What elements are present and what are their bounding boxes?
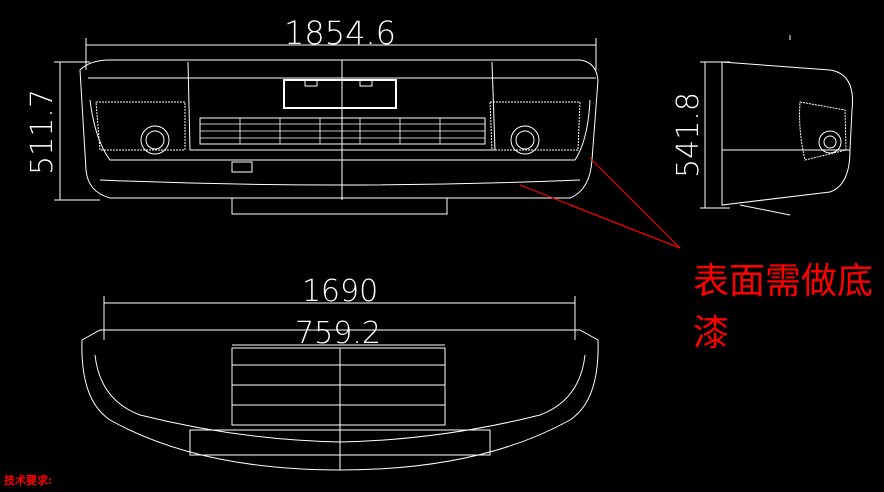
- leader-lines: [519, 157, 681, 249]
- front-width-dimension: 1854.6: [284, 14, 396, 52]
- bottom-view: [81, 296, 599, 471]
- front-height-dimension: 511.7: [25, 89, 60, 175]
- front-view: [54, 38, 599, 215]
- bottom-width-dimension: 1690: [302, 274, 378, 309]
- tech-requirements-label: 技术要求:: [4, 474, 53, 487]
- primer-annotation: 表面需做底漆: [693, 261, 874, 354]
- side-view: [700, 35, 854, 216]
- bottom-inner-width-dimension: 759.2: [295, 316, 381, 351]
- side-height-dimension: 541.8: [671, 92, 706, 178]
